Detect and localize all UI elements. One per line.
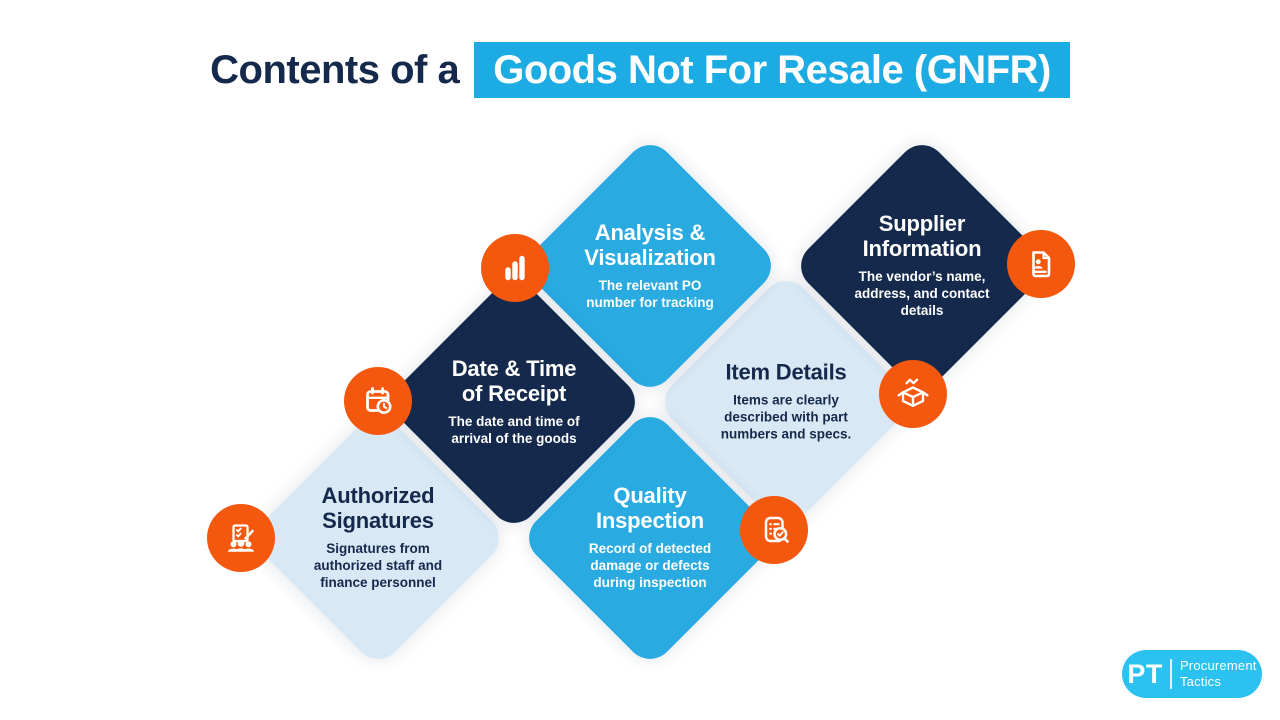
card-title: Date & Time of Receipt [451,355,577,406]
logo-initials: PT [1127,658,1163,689]
authorized-signatures-icon-badge [207,504,275,572]
calendar-clock-icon [366,387,392,414]
card-title: Item Details [725,359,847,385]
open-box-icon [897,378,929,407]
card-description: Record of detected damage or defects dur… [588,540,712,591]
page-title-highlight: Goods Not For Resale (GNFR) [474,42,1070,98]
card-text: Supplier Information The vendor’s name, … [842,211,1002,320]
card-title: Supplier Information [862,211,982,262]
page-title: Contents of a Goods Not For Resale (GNFR… [0,42,1280,98]
card-description: The relevant PO number for tracking [586,277,714,310]
quality-inspection-icon-badge [740,496,808,564]
checklist-magnifier-icon [764,516,789,543]
item-details-icon-badge [879,360,947,428]
card-title: Authorized Signatures [321,483,435,534]
card-text: Authorized Signatures Signatures from au… [299,483,457,592]
page-title-prefix: Contents of a [210,47,460,92]
card-description: Items are clearly described with part nu… [720,392,852,443]
procurement-tactics-logo: PT Procurement Tactics [1122,650,1262,698]
date-time-icon-badge [344,367,412,435]
signature-people-icon [228,524,254,552]
card-description: The date and time of arrival of the good… [448,413,580,446]
bar-chart-icon [505,255,525,281]
card-text: Analysis & Visualization The relevant PO… [566,219,734,311]
logo-name-line1: Procurement [1179,657,1257,673]
card-title: Quality Inspection [595,483,704,534]
card-title: Analysis & Visualization [584,219,716,270]
contact-card-icon [1032,251,1051,278]
analysis-icon-badge [481,234,549,302]
card-description: The vendor’s name, address, and contact … [854,268,990,319]
supplier-icon-badge [1007,230,1075,298]
card-text: Date & Time of Receipt The date and time… [433,355,595,447]
logo-divider [1169,659,1172,689]
logo-name-line2: Tactics [1179,674,1222,689]
card-text: Item Details Items are clearly described… [701,359,871,444]
card-description: Signatures from authorized staff and fin… [313,540,443,591]
card-text: Quality Inspection Record of detected da… [579,483,721,592]
logo-name: Procurement Tactics [1180,658,1257,691]
